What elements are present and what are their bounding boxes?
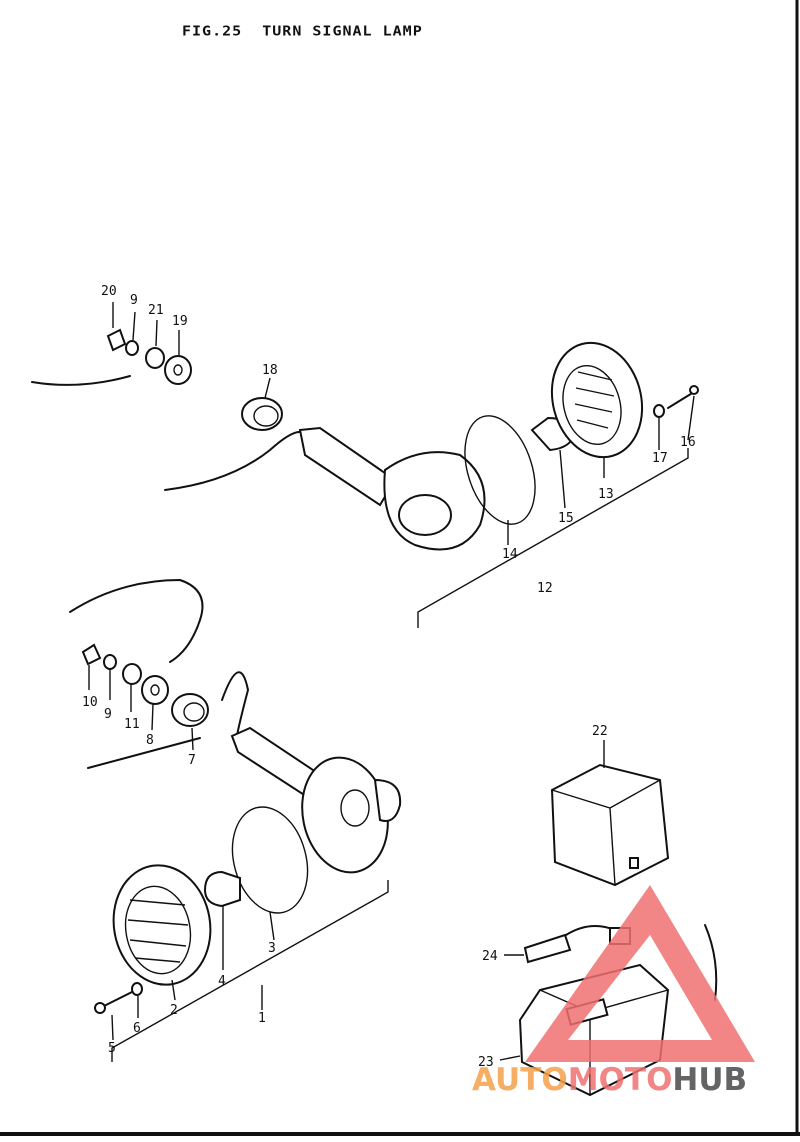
washer-9-lower (103, 654, 117, 670)
callout-2: 2 (170, 1003, 178, 1018)
figure-title: FIG.25 TURN SIGNAL LAMP (182, 22, 423, 40)
gasket-14 (464, 415, 536, 525)
bracket-12 (417, 448, 689, 628)
callout-3: 3 (268, 941, 276, 956)
callout-1: 1 (258, 1011, 266, 1026)
upper-lamp-assembly (31, 328, 699, 628)
upper-wire (164, 430, 303, 491)
holder-strap (704, 924, 718, 1001)
callout-17: 17 (652, 451, 668, 466)
callout-labels: 20 9 21 19 18 17 16 15 14 13 12 10 9 11 … (82, 284, 696, 1070)
callout-12: 12 (537, 581, 553, 596)
grommet-18 (241, 397, 283, 431)
lens-2 (112, 864, 212, 986)
bulb-4 (203, 870, 241, 908)
watermark-text: AUTOMOTOHUB (472, 1062, 747, 1098)
callout-11: 11 (124, 717, 140, 732)
callout-16: 16 (680, 435, 696, 450)
flasher-relay (550, 763, 670, 887)
callout-24: 24 (482, 949, 498, 964)
callout-21: 21 (148, 303, 164, 318)
watermark-logo: AUTOMOTOHUB (472, 885, 755, 1098)
washer-19 (164, 355, 192, 385)
callout-18: 18 (262, 363, 278, 378)
washer-6 (131, 982, 143, 996)
upper-housing-cap (398, 494, 452, 536)
callout-22: 22 (592, 724, 608, 739)
upper-wire-terminal (31, 375, 131, 386)
gasket-3 (231, 806, 309, 914)
callout-13: 13 (598, 487, 614, 502)
connector-24 (523, 933, 572, 964)
lower-wire (87, 737, 201, 769)
nut-10 (81, 643, 102, 666)
callout-19: 19 (172, 314, 188, 329)
ring-terminal-11 (122, 663, 142, 685)
ring-terminal-21 (145, 347, 165, 369)
grommet-7 (171, 693, 209, 727)
callout-5: 5 (108, 1041, 116, 1056)
callout-9-upper: 9 (130, 293, 138, 308)
lower-lamp-assembly (69, 579, 402, 1062)
washer-17 (653, 404, 665, 418)
callout-7: 7 (188, 753, 196, 768)
upper-stem (298, 426, 397, 507)
callout-9-lower: 9 (104, 707, 112, 722)
callout-10: 10 (82, 695, 98, 710)
callout-8: 8 (146, 733, 154, 748)
washer-8 (141, 675, 169, 705)
screw-16 (667, 391, 695, 409)
callout-4: 4 (218, 974, 226, 989)
bracket-1 (111, 880, 389, 1062)
nut-20 (106, 328, 127, 352)
callout-20: 20 (101, 284, 117, 299)
leader-lines (88, 302, 695, 1061)
callout-15: 15 (558, 511, 574, 526)
lower-wire-loop (69, 579, 204, 663)
callout-6: 6 (133, 1021, 141, 1036)
washer-9-upper (125, 340, 139, 356)
callout-23: 23 (478, 1055, 494, 1070)
lens-13 (550, 341, 644, 459)
relay-body-22 (550, 763, 670, 887)
callout-14: 14 (502, 547, 518, 562)
lower-wire-loop-2 (221, 671, 249, 741)
watermark-triangle-icon (525, 885, 755, 1062)
